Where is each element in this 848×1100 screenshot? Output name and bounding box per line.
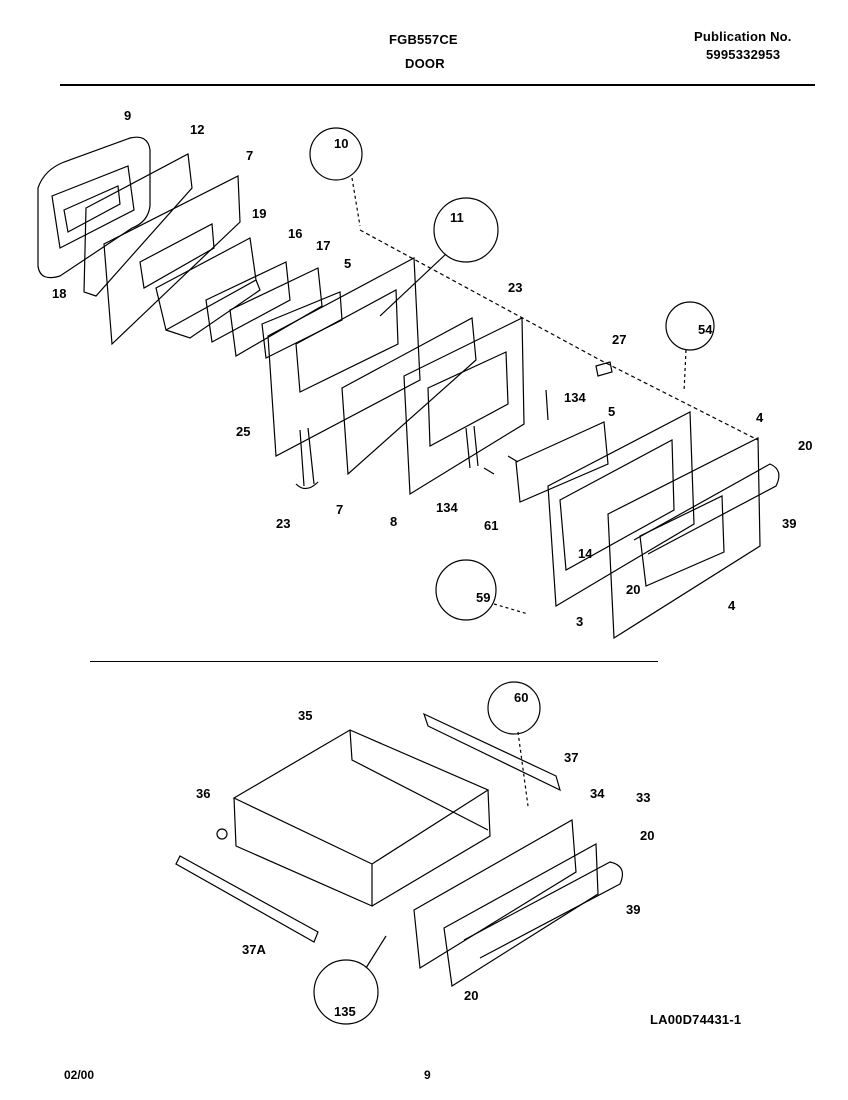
part-36-nut: [216, 828, 228, 840]
publication-number: 5995332953: [706, 47, 781, 62]
part-label: 35: [298, 708, 312, 723]
part-label: 16: [288, 226, 302, 241]
part-label: 23: [276, 516, 290, 531]
part-label: 27: [612, 332, 626, 347]
part-label: 135: [334, 1004, 356, 1019]
part-10-callout: [309, 127, 363, 181]
part-134-bracket: [465, 425, 479, 469]
part-label: 59: [476, 590, 490, 605]
footer-date: 02/00: [64, 1068, 95, 1082]
part-label: 7: [246, 148, 253, 163]
part-5-window: [515, 421, 609, 503]
part-17-shape: [229, 267, 323, 357]
drawer-assembly: [175, 681, 623, 1025]
part-label: 134: [564, 390, 586, 405]
part-16-shape: [205, 261, 291, 343]
part-11-callout: [433, 197, 499, 263]
part-134-clip: [545, 389, 549, 421]
part-37A-rail: [175, 855, 319, 943]
part-23-hinge: [295, 427, 319, 490]
part-label: 20: [640, 828, 654, 843]
part-33-front: [443, 843, 599, 988]
part-label: 61: [484, 518, 498, 533]
part-135-callout: [313, 959, 379, 1025]
part-35-drawer: [232, 729, 490, 865]
part-9-inner: [51, 165, 135, 249]
part-60-callout: [487, 681, 541, 735]
part-label: 17: [316, 238, 330, 253]
part-54-callout: [665, 301, 715, 351]
model-number: FGB557CE: [389, 32, 458, 47]
part-label: 23: [508, 280, 522, 295]
part-label: 39: [782, 516, 796, 531]
part-label: 37A: [242, 942, 266, 957]
part-label: 11: [450, 210, 464, 225]
part-label: 5: [344, 256, 351, 271]
part-3-body: [547, 411, 695, 608]
part-5-glass: [261, 291, 343, 359]
part-label: 39: [626, 902, 640, 917]
section-divider: [90, 661, 658, 662]
part-39-handle: [633, 463, 780, 555]
part-label: 60: [514, 690, 528, 705]
part-label: 14: [578, 546, 593, 561]
part-label: 54: [698, 322, 713, 337]
part-19-box: [155, 237, 257, 331]
part-label: 25: [236, 424, 250, 439]
part-label: 8: [390, 514, 397, 529]
part-label: 37: [564, 750, 578, 765]
part-label: 20: [464, 988, 478, 1003]
part-label: 5: [608, 404, 615, 419]
part-27-clip: [595, 361, 613, 377]
part-59-callout: [435, 559, 497, 621]
part-label: 4: [756, 410, 764, 425]
section-title: DOOR: [405, 56, 445, 71]
part-label: 20: [798, 438, 812, 453]
part-label: 12: [190, 122, 204, 137]
door-assembly: [37, 127, 780, 640]
part-61-pins: [483, 455, 519, 475]
part-label: 134: [436, 500, 458, 515]
part-label: 36: [196, 786, 210, 801]
part-label: 34: [590, 786, 605, 801]
figure-code: LA00D74431-1: [650, 1012, 742, 1027]
part-4-panel: [607, 437, 761, 640]
part-25-frame: [267, 257, 421, 457]
part-label: 3: [576, 614, 583, 629]
part-label: 4: [728, 598, 736, 613]
part-labels: 9 12 7 19 16 17 5 18 25 23 7 8 134 61 10…: [52, 108, 812, 1019]
part-label: 33: [636, 790, 650, 805]
part-7-insulation: [341, 317, 477, 476]
part-label: 10: [334, 136, 348, 151]
part-7-panel: [103, 175, 241, 346]
part-label: 19: [252, 206, 266, 221]
part-label: 18: [52, 286, 66, 301]
part-label: 9: [124, 108, 131, 123]
part-8-panel: [403, 317, 525, 496]
part-37-rail: [422, 712, 561, 792]
part-label: 7: [336, 502, 343, 517]
page-number: 9: [424, 1068, 431, 1082]
part-34-front: [413, 819, 577, 970]
header-rule: [60, 84, 815, 86]
part-39-drawer-handle: [463, 861, 623, 959]
part-12-shape: [83, 153, 193, 297]
part-label: 20: [626, 582, 640, 597]
publication-label: Publication No.: [694, 29, 792, 44]
part-9-shape: [37, 136, 151, 279]
